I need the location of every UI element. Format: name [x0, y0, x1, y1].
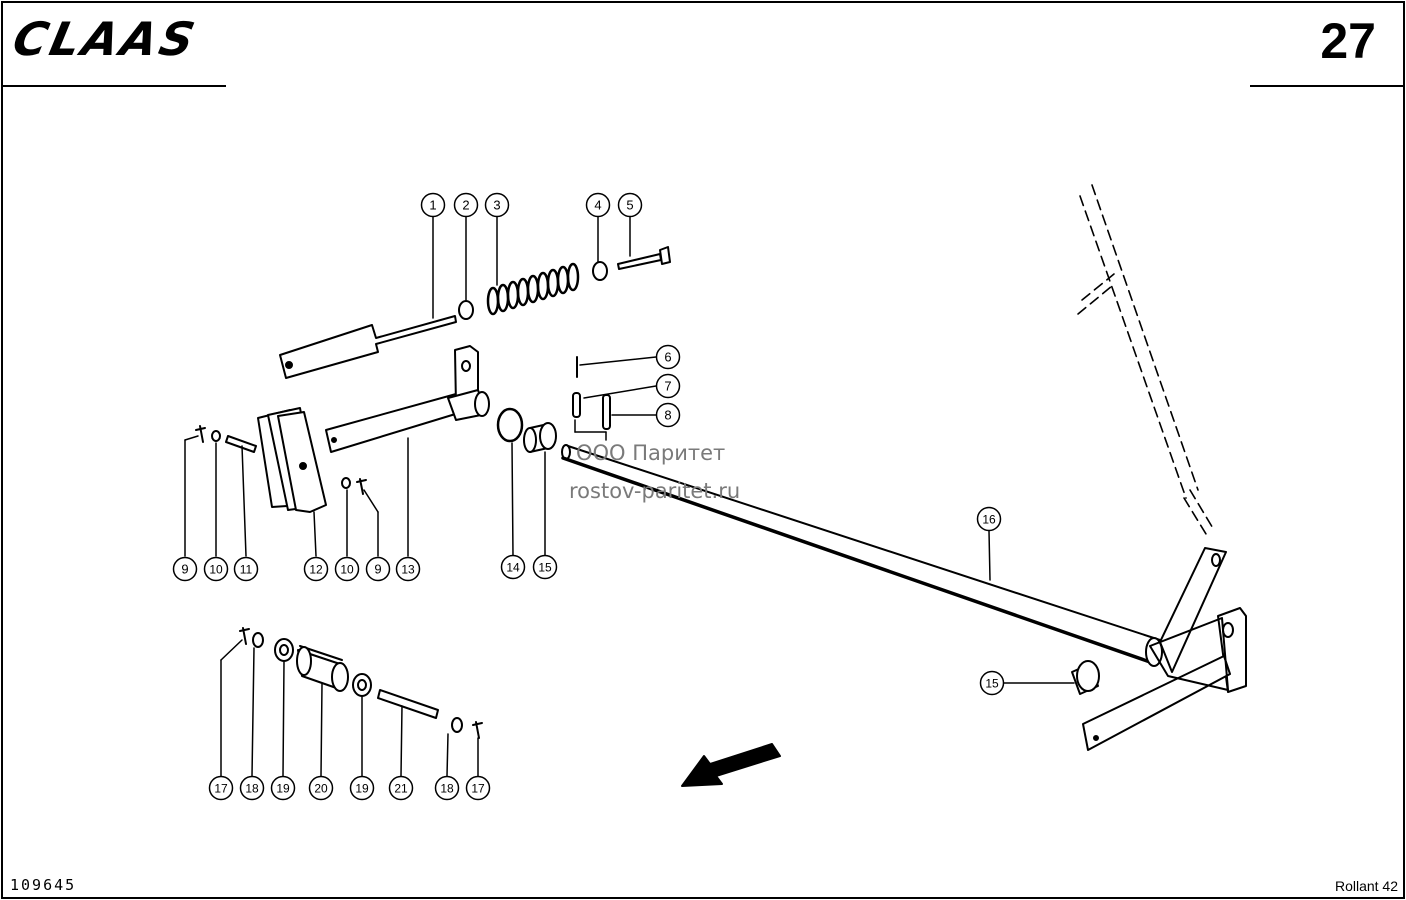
part-bushing-right [1071, 660, 1100, 695]
part-roller-sleeve [296, 645, 349, 692]
callout-19: 19 [270, 775, 296, 801]
callout-3: 3 [484, 192, 510, 218]
callout-label: 19 [355, 782, 369, 796]
callout-8: 8 [655, 402, 681, 428]
callout-11: 11 [233, 556, 259, 582]
callout-label: 14 [506, 561, 520, 575]
callout-17: 17 [208, 775, 234, 801]
part-washer-10-left [211, 430, 221, 442]
callout-19: 19 [349, 775, 375, 801]
callout-label: 18 [245, 782, 259, 796]
callout-15: 15 [979, 670, 1005, 696]
callout-label: 5 [626, 198, 633, 213]
callout-label: 11 [240, 563, 253, 577]
page-number: 27 [1320, 13, 1376, 69]
callout-6: 6 [655, 344, 681, 370]
part-clip-9-right [356, 478, 367, 495]
part-shaft-bracket [1082, 547, 1247, 751]
callout-label: 21 [394, 782, 408, 796]
callout-7: 7 [655, 373, 681, 399]
callout-label: 15 [538, 561, 552, 575]
part-pin-11 [225, 435, 257, 453]
callout-label: 9 [181, 562, 188, 577]
callout-label: 4 [594, 198, 601, 213]
callout-label: 20 [314, 782, 328, 796]
part-bolt [617, 246, 671, 270]
direction-arrow [681, 743, 781, 787]
model-name: Rollant 42 [1334, 878, 1398, 894]
callout-label: 17 [214, 782, 228, 796]
part-clip-9-left [195, 425, 206, 443]
part-crank-arm [325, 345, 490, 453]
callout-label: 19 [276, 782, 290, 796]
leader-lines [184, 216, 1075, 777]
part-washer-10-right [341, 477, 351, 489]
callout-10: 10 [334, 556, 360, 582]
part-washer-18-right [451, 717, 463, 733]
callout-label: 17 [471, 782, 485, 796]
callout-9: 9 [172, 556, 198, 582]
callout-5: 5 [617, 192, 643, 218]
part-bushing-left [523, 422, 557, 453]
callout-18: 18 [434, 775, 460, 801]
callout-label: 7 [664, 379, 671, 394]
part-nut [592, 261, 608, 281]
callout-label: 15 [985, 677, 999, 691]
callout-label: 9 [374, 562, 381, 577]
part-axle-pin-21 [377, 689, 439, 719]
callout-label: 13 [401, 563, 415, 577]
document-number: 109645 [10, 876, 77, 894]
part-lever-rod [279, 315, 457, 379]
callout-12: 12 [303, 556, 329, 582]
callout-21: 21 [388, 775, 414, 801]
callout-4: 4 [585, 192, 611, 218]
watermark-url: rostov-paritet.ru [569, 479, 741, 503]
callout-label: 10 [209, 563, 223, 577]
brand-logo: CLAAS [8, 12, 203, 66]
callout-13: 13 [395, 556, 421, 582]
part-ring [496, 407, 524, 443]
part-clip-17-right [472, 721, 483, 739]
callout-18: 18 [239, 775, 265, 801]
callout-14: 14 [500, 554, 526, 580]
part-roll-pin-8 [602, 394, 611, 430]
callout-17: 17 [465, 775, 491, 801]
callout-label: 6 [664, 350, 671, 365]
callout-16: 16 [976, 506, 1002, 532]
callout-15: 15 [532, 554, 558, 580]
dashed-linkage [1077, 184, 1215, 535]
callout-label: 8 [664, 408, 671, 423]
watermark-company: ООО Паритет [576, 441, 726, 465]
part-link-plates [257, 407, 327, 513]
part-spring [486, 262, 580, 316]
callout-label: 16 [982, 513, 996, 527]
callout-20: 20 [308, 775, 334, 801]
callout-label: 1 [429, 198, 436, 213]
part-bearing-19-left [274, 638, 294, 662]
callout-9: 9 [365, 556, 391, 582]
callout-1: 1 [420, 192, 446, 218]
part-roll-pin-7 [572, 392, 581, 418]
callout-label: 18 [440, 782, 454, 796]
part-washer-2 [458, 300, 474, 320]
part-bearing-19-right [352, 673, 372, 697]
callout-label: 10 [340, 563, 354, 577]
callout-label: 2 [462, 198, 469, 213]
callout-10: 10 [203, 556, 229, 582]
callout-label: 12 [309, 563, 323, 577]
callout-label: 3 [493, 198, 500, 213]
callout-2: 2 [453, 192, 479, 218]
part-washer-18-left [252, 632, 264, 648]
part-clip-17-left [239, 627, 250, 645]
